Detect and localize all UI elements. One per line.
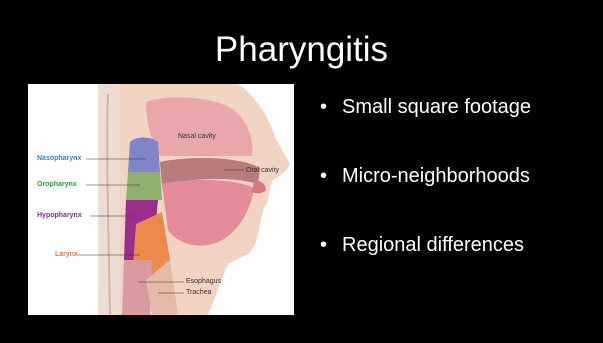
label-nasal-cavity: Nasal cavity <box>178 133 216 141</box>
label-esophagus: Esophagus <box>186 278 221 286</box>
bullet-text: Micro-neighborhoods <box>342 165 530 187</box>
bullet-marker: • <box>320 164 327 188</box>
nasopharynx-region <box>128 138 160 173</box>
bullet-marker: • <box>320 95 327 119</box>
bullet-item: • Small square footage <box>318 95 531 119</box>
oropharynx-region <box>126 172 162 200</box>
label-trachea: Trachea <box>186 289 211 297</box>
label-oropharynx: Oropharynx <box>37 181 77 189</box>
bullet-list: • Small square footage • Micro-neighborh… <box>318 95 531 257</box>
bullet-marker: • <box>320 233 327 257</box>
bullet-text: Small square footage <box>342 96 531 118</box>
slide-title: Pharyngitis <box>0 28 603 72</box>
bullet-item: • Regional differences <box>318 233 531 257</box>
pharynx-illustration <box>28 84 294 315</box>
bullet-item: • Micro-neighborhoods <box>318 164 531 188</box>
bullet-text: Regional differences <box>342 234 524 256</box>
label-hypopharynx: Hypopharynx <box>37 212 82 220</box>
label-larynx: Larynx <box>55 251 78 259</box>
pharynx-anatomy-figure: Nasopharynx Oropharynx Hypopharynx Laryn… <box>28 84 294 315</box>
label-nasopharynx: Nasopharynx <box>37 155 81 163</box>
label-oral-cavity: Oral cavity <box>246 167 286 175</box>
